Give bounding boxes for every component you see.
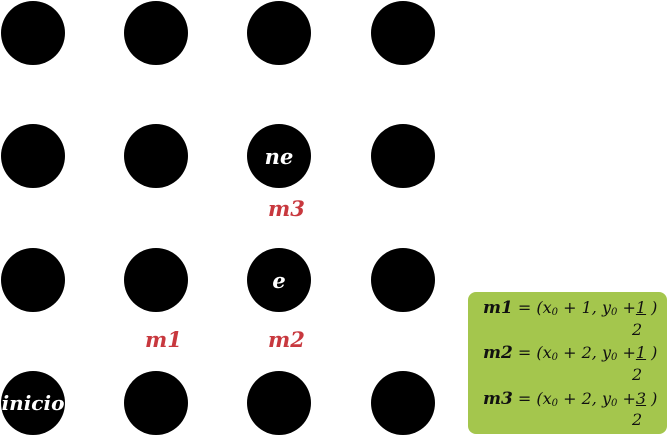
formula-text: + 1, y bbox=[558, 298, 612, 317]
formula-text: ) bbox=[646, 343, 658, 362]
grid-point bbox=[124, 371, 188, 435]
grid-point bbox=[371, 248, 435, 312]
fraction-denominator: 2 bbox=[632, 320, 643, 339]
formula-text: + bbox=[617, 343, 636, 362]
grid-point bbox=[124, 1, 188, 65]
grid-point bbox=[1, 248, 65, 312]
formula-subscript: 0 bbox=[611, 307, 618, 318]
grid-point bbox=[124, 248, 188, 312]
formula-text: = (x bbox=[512, 389, 552, 408]
grid-point bbox=[1, 1, 65, 65]
grid-point-ne: ne bbox=[247, 124, 311, 188]
formula-text: + 2, y bbox=[558, 389, 612, 408]
formula-text: ) bbox=[646, 389, 658, 408]
formula-subscript: 0 bbox=[611, 352, 618, 363]
formula-text: + 2, y bbox=[558, 343, 612, 362]
fraction-denominator: 2 bbox=[632, 410, 643, 429]
grid-point bbox=[247, 1, 311, 65]
midpoint-label-m2: m2 bbox=[268, 327, 305, 352]
formula-subscript: 0 bbox=[611, 398, 618, 409]
formula-text: ) bbox=[646, 298, 658, 317]
grid-point bbox=[1, 124, 65, 188]
formula-name: m2 bbox=[483, 343, 513, 363]
grid-point bbox=[371, 124, 435, 188]
formula-name: m3 bbox=[483, 389, 513, 409]
grid-point bbox=[371, 371, 435, 435]
grid-point bbox=[247, 371, 311, 435]
formula-m2: m2 = (x0 + 2, y0 +1 ) bbox=[483, 343, 657, 363]
formula-text: + bbox=[617, 298, 636, 317]
formula-text: = (x bbox=[512, 298, 552, 317]
grid-point-inicio: inicio bbox=[1, 371, 65, 435]
formula-text: = (x bbox=[512, 343, 552, 362]
formula-subscript: 0 bbox=[551, 352, 559, 363]
formula-name: m1 bbox=[483, 298, 513, 318]
formula-subscript: 0 bbox=[551, 398, 559, 409]
grid-point-label: ne bbox=[264, 143, 294, 169]
fraction-denominator: 2 bbox=[632, 365, 643, 384]
grid-point bbox=[371, 1, 435, 65]
midpoint-label-m1: m1 bbox=[145, 327, 182, 352]
formula-subscript: 0 bbox=[551, 307, 559, 318]
formula-m1: m1 = (x0 + 1, y0 +1 ) bbox=[483, 298, 657, 318]
midpoint-label-m3: m3 bbox=[268, 196, 305, 221]
fraction-numerator: 3 bbox=[635, 389, 647, 408]
fraction-numerator: 1 bbox=[635, 298, 647, 317]
formula-text: + bbox=[617, 389, 636, 408]
grid-point-label: inicio bbox=[1, 391, 65, 415]
grid-point bbox=[124, 124, 188, 188]
grid-point-label: e bbox=[272, 267, 286, 293]
formula-m3: m3 = (x0 + 2, y0 +3 ) bbox=[483, 389, 657, 409]
grid-point-e: e bbox=[247, 248, 311, 312]
fraction-numerator: 1 bbox=[635, 343, 647, 362]
formula-box: m1 = (x0 + 1, y0 +1 ) 2 m2 = (x0 + 2, y0… bbox=[468, 292, 667, 434]
